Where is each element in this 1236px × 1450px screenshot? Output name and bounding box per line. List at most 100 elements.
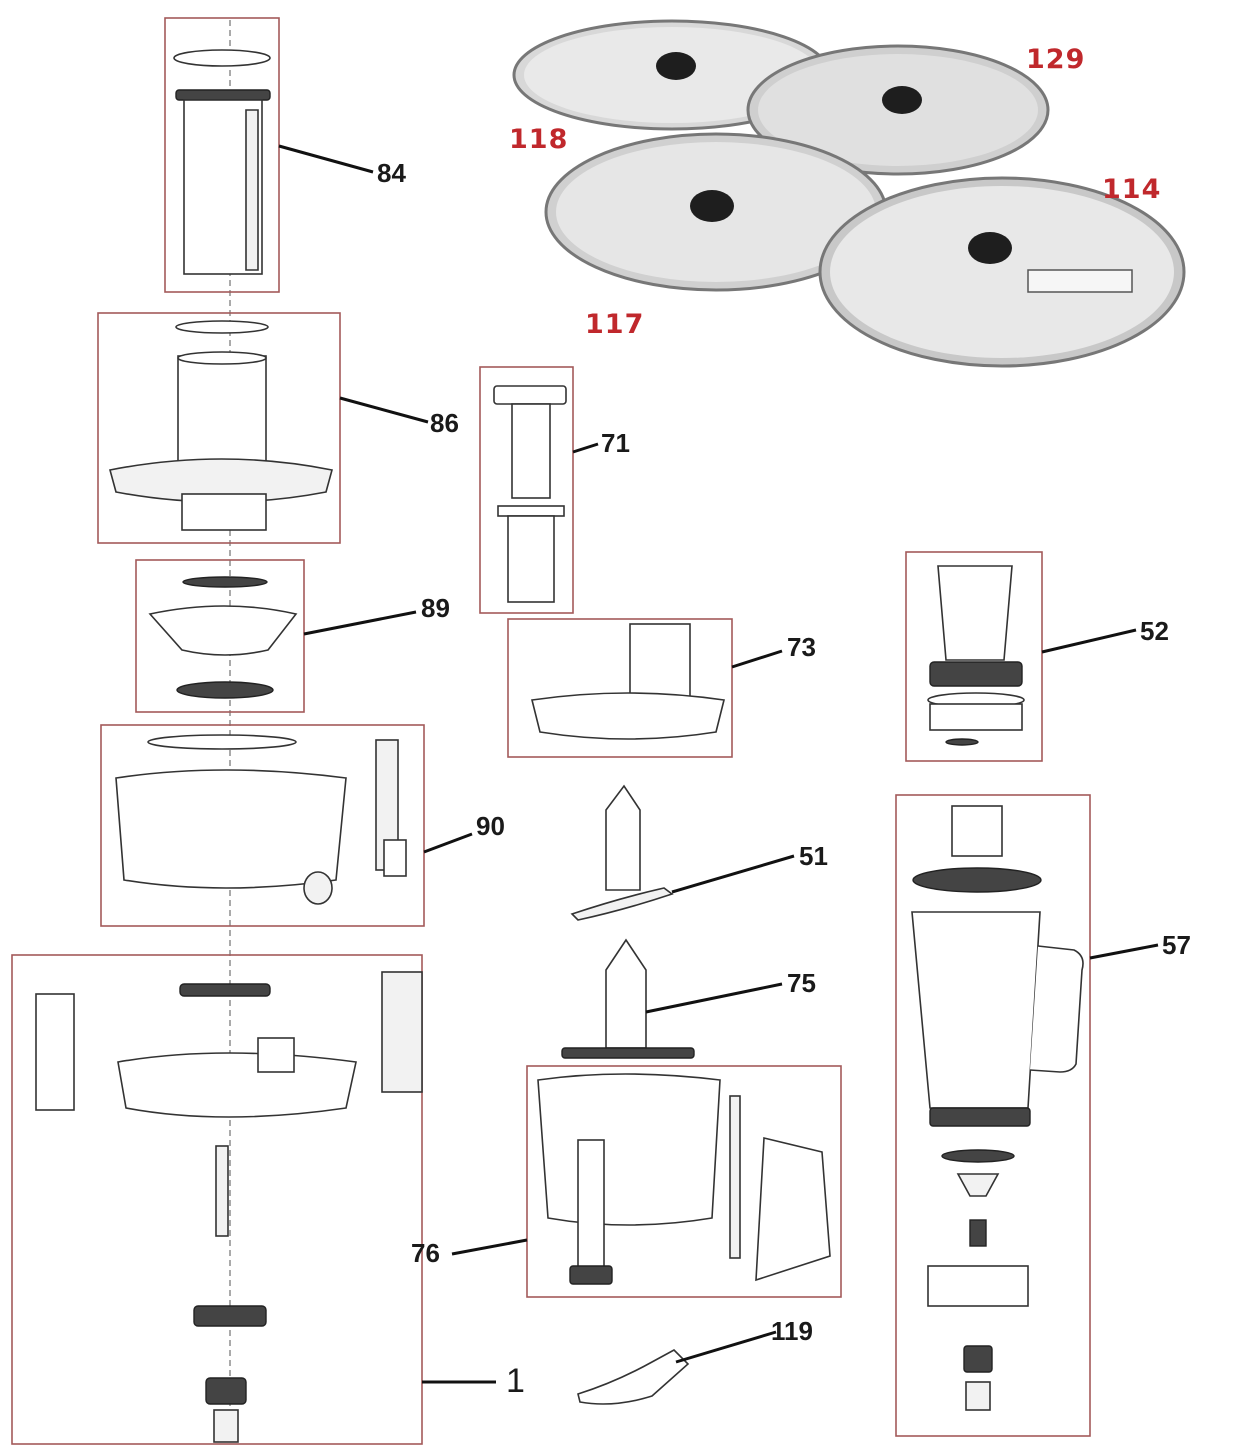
part-86-ring (175, 320, 269, 334)
part-1-left-clip (35, 993, 75, 1111)
part-57-box (895, 794, 1091, 1437)
part-73-box (507, 618, 733, 758)
part-52-mill[interactable] (905, 551, 1043, 762)
part-51-knife (570, 887, 674, 921)
part-57-lid (912, 867, 1042, 893)
part-76-rod (729, 1095, 741, 1259)
part-57-cap (951, 805, 1003, 857)
part-1-foot (213, 1409, 239, 1443)
part-89-disc (182, 576, 268, 588)
part-57-cog (963, 1345, 993, 1373)
part-89-box (135, 559, 305, 713)
disc-114[interactable] (818, 176, 1186, 368)
part-1-right-clip (381, 971, 423, 1093)
leader-52 (1041, 628, 1137, 654)
part-71-food-pusher[interactable] (479, 366, 574, 614)
part-52-cup (937, 565, 1013, 661)
label-118: 118 (509, 124, 568, 155)
part-52-base (929, 703, 1023, 731)
disc-117-hub (690, 190, 734, 222)
part-1-base-assembly[interactable] (11, 954, 423, 1445)
part-1-gear (193, 1305, 267, 1327)
part-90-bowl (115, 769, 347, 889)
part-90-spout (303, 871, 333, 905)
part-76-processor-bowl[interactable] (526, 1065, 842, 1298)
label-52: 52 (1140, 616, 1169, 646)
part-86-collar (181, 493, 267, 531)
leader-51 (671, 854, 795, 894)
leader-84 (278, 144, 374, 174)
leader-57 (1089, 943, 1159, 960)
part-1-box (11, 954, 423, 1445)
leader-86 (339, 396, 429, 424)
part-76-handle (755, 1136, 831, 1282)
part-52-blade (945, 738, 979, 746)
part-86-lid[interactable] (97, 312, 341, 544)
label-73: 73 (787, 632, 816, 662)
part-73-lid (531, 692, 725, 740)
part-57-jug-base (929, 1107, 1031, 1127)
part-57-blender[interactable] (895, 794, 1091, 1437)
leader-119 (675, 1330, 777, 1364)
part-1-cog (205, 1377, 247, 1405)
part-84-pusher[interactable] (164, 17, 280, 293)
part-52-box (905, 551, 1043, 762)
part-75-spindle (605, 938, 647, 1049)
part-57-handle (1029, 945, 1084, 1073)
part-57-foot (965, 1381, 991, 1411)
label-129: 129 (1026, 44, 1085, 75)
part-1-shaft (215, 1145, 229, 1237)
disc-114-blade (1027, 269, 1133, 293)
label-90: 90 (476, 811, 505, 841)
part-71-box (479, 366, 574, 614)
part-73-bowl-lid[interactable] (507, 618, 733, 758)
part-89-cone[interactable] (135, 559, 305, 713)
part-90-juicer-bowl[interactable] (100, 724, 425, 927)
disc-118-hub (656, 52, 696, 80)
leader-89 (303, 610, 417, 636)
leader-73 (731, 649, 783, 669)
label-117: 117 (585, 309, 644, 340)
part-57-base (927, 1265, 1029, 1307)
part-71-inner-top (497, 505, 565, 517)
part-75-dough-tool[interactable] (561, 938, 695, 1059)
disc-129[interactable] (746, 44, 1050, 176)
part-57-coupling (969, 1219, 987, 1247)
part-84-box (164, 17, 280, 293)
part-90-latch-foot (383, 839, 407, 877)
leader-90 (423, 832, 473, 854)
part-119-body (577, 1349, 690, 1405)
leader-76 (451, 1238, 528, 1256)
label-86: 86 (430, 408, 459, 438)
part-71-pusher-body (511, 403, 551, 499)
part-84-rim (175, 89, 271, 101)
disc-117[interactable] (544, 132, 888, 292)
part-86-base (109, 458, 333, 503)
label-75: 75 (787, 968, 816, 998)
part-86-box (97, 312, 341, 544)
part-89-bowl (148, 605, 298, 656)
label-89: 89 (421, 593, 450, 623)
part-84-cap (173, 49, 271, 67)
label-51: 51 (799, 841, 828, 871)
part-57-blade (956, 1173, 1000, 1197)
part-119-spatula[interactable] (577, 1349, 690, 1405)
part-57-jug (911, 911, 1041, 1109)
label-76: 76 (411, 1238, 440, 1268)
label-57: 57 (1162, 930, 1191, 960)
part-86-chute-top (177, 351, 267, 365)
part-76-spindle-base (569, 1265, 613, 1285)
disc-114-hub (968, 232, 1012, 264)
part-51-blade[interactable] (570, 784, 674, 921)
part-71-inner-body (507, 515, 555, 603)
part-1-housing (117, 1052, 357, 1118)
part-51-spindle (605, 784, 641, 891)
label-71: 71 (601, 428, 630, 458)
part-76-box (526, 1065, 842, 1298)
part-1-coupling-top (179, 983, 271, 997)
label-119: 119 (771, 1316, 813, 1346)
part-76-bowl (537, 1073, 721, 1226)
label-84: 84 (377, 158, 406, 188)
leader-71 (572, 442, 599, 454)
